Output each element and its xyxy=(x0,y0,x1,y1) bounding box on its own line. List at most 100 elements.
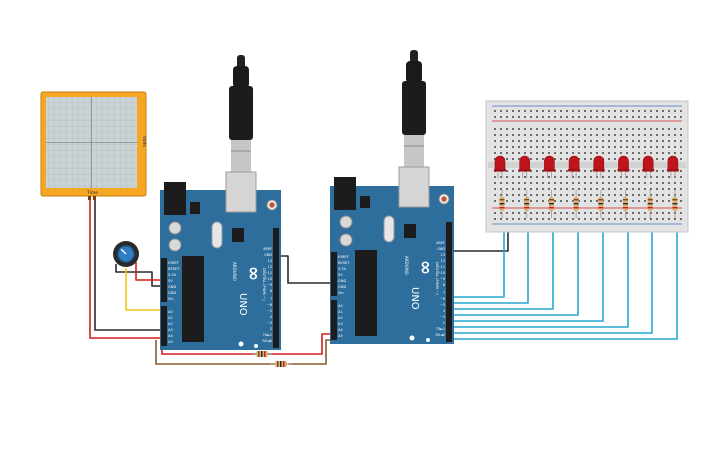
led[interactable] xyxy=(666,155,679,178)
led[interactable] xyxy=(568,155,581,178)
wire-blue[interactable] xyxy=(452,208,629,328)
digital-label: DIGITAL (PWM ~) xyxy=(435,262,440,295)
oscilloscope-probe-terminal[interactable] xyxy=(93,196,96,200)
oscilloscope-volts-label: Volts xyxy=(141,136,147,147)
pin-label: GND xyxy=(338,279,346,283)
digital-header xyxy=(273,228,279,348)
wire-red[interactable] xyxy=(89,200,168,339)
pin-label: ~3 xyxy=(267,321,272,325)
pin-label: 12 xyxy=(268,265,272,269)
led[interactable] xyxy=(543,155,556,178)
wire-blue[interactable] xyxy=(452,208,653,334)
digital-header xyxy=(446,222,452,342)
pin-label: GND xyxy=(168,285,176,289)
pin-label: A5 xyxy=(168,340,173,344)
wire-black[interactable] xyxy=(276,255,336,284)
pin-label: TX►1 xyxy=(262,333,272,337)
pin-label: 5V xyxy=(338,273,343,277)
pin-label: A5 xyxy=(338,334,343,338)
wire-blue[interactable] xyxy=(452,208,604,322)
potentiometer[interactable] xyxy=(113,241,139,267)
wires xyxy=(89,200,678,365)
analog-header xyxy=(161,306,167,346)
microcontroller-chip xyxy=(182,256,204,342)
wire-yellow[interactable] xyxy=(125,268,168,311)
pin-label: ~10 xyxy=(265,277,272,281)
oscilloscope-probe-terminal[interactable] xyxy=(88,196,91,200)
resistor[interactable] xyxy=(623,190,628,218)
resistor[interactable] xyxy=(270,361,292,367)
power-rail-bottom[interactable] xyxy=(492,210,682,222)
usb-port xyxy=(398,166,430,208)
resistor[interactable] xyxy=(524,190,530,218)
wire-blue[interactable] xyxy=(452,208,505,298)
resistor[interactable] xyxy=(672,190,678,218)
oscilloscope-time-label: Time xyxy=(86,190,98,196)
analog-header xyxy=(331,300,337,340)
led[interactable] xyxy=(518,155,531,178)
pin-label: 13 xyxy=(441,253,445,257)
pin-label: 8 xyxy=(443,283,445,287)
pin-label: A0 xyxy=(168,310,173,314)
usb-cable[interactable] xyxy=(402,50,426,167)
led[interactable] xyxy=(494,155,506,178)
pin-label: Vin xyxy=(338,291,344,295)
resistor[interactable] xyxy=(573,190,579,218)
pin-label: A1 xyxy=(338,310,343,314)
power-rail-top[interactable] xyxy=(492,108,682,120)
wire-blue[interactable] xyxy=(452,208,554,310)
led[interactable] xyxy=(592,155,605,178)
wire-blue[interactable] xyxy=(452,208,579,316)
wire-red[interactable] xyxy=(268,333,334,355)
pin-label: GND xyxy=(437,247,445,251)
pin-label: AREF xyxy=(436,241,445,245)
breadboard[interactable] xyxy=(485,100,689,233)
power-header xyxy=(331,252,337,296)
wire-black[interactable] xyxy=(115,264,170,287)
wire-black[interactable] xyxy=(94,200,168,331)
resistor[interactable] xyxy=(598,190,604,218)
pin-label: 7 xyxy=(443,291,445,295)
microcontroller-chip xyxy=(355,250,377,336)
pin-label: 13 xyxy=(268,259,272,263)
usb-port xyxy=(225,171,257,213)
pin-label: A3 xyxy=(338,322,343,326)
wire-blue[interactable] xyxy=(452,208,678,340)
pin-label: 7 xyxy=(270,297,272,301)
pin-label: ~9 xyxy=(267,283,272,287)
arduino-model: UNO xyxy=(237,293,248,316)
pin-label: RX◄0 xyxy=(263,339,272,343)
resistor[interactable] xyxy=(548,190,554,218)
led[interactable] xyxy=(617,155,630,178)
pin-label: ~11 xyxy=(438,265,445,269)
pin-label: 2 xyxy=(270,327,272,331)
terminal-strip-top[interactable] xyxy=(492,126,682,160)
wire-brown[interactable] xyxy=(155,340,276,365)
pin-label: A2 xyxy=(168,322,173,326)
resistor[interactable] xyxy=(499,190,505,218)
pin-label: IOREF xyxy=(168,261,179,265)
resistor[interactable] xyxy=(252,351,272,357)
arduino-brand: ARDUINO xyxy=(404,256,409,275)
led-array xyxy=(494,155,679,218)
terminal-strip-bottom[interactable] xyxy=(492,170,682,204)
wire-brown[interactable] xyxy=(288,339,334,365)
led[interactable] xyxy=(642,155,655,178)
pin-label: ~5 xyxy=(440,303,445,307)
resistor[interactable] xyxy=(647,190,653,218)
pin-label: A2 xyxy=(338,316,343,320)
wire-blue[interactable] xyxy=(452,208,529,304)
digital-label: DIGITAL (PWM ~) xyxy=(262,268,267,301)
pin-label: GND xyxy=(338,285,346,289)
power-header xyxy=(161,258,167,302)
pin-label: GND xyxy=(264,253,272,257)
wire-red[interactable] xyxy=(135,262,170,281)
arduino-uno-left[interactable]: IOREF RESET 3.3V 5V GND GND Vin A0 A1 A2… xyxy=(160,55,281,350)
arduino-uno-right[interactable]: IOREF RESET 3.3V 5V GND GND Vin A0 A1 A2… xyxy=(330,50,454,344)
pin-label: 8 xyxy=(270,289,272,293)
pin-label: A3 xyxy=(168,328,173,332)
pin-label: ~11 xyxy=(265,271,272,275)
oscilloscope[interactable]: Volts Time xyxy=(40,91,147,200)
usb-cable[interactable] xyxy=(229,55,253,172)
pin-label: A0 xyxy=(338,304,343,308)
